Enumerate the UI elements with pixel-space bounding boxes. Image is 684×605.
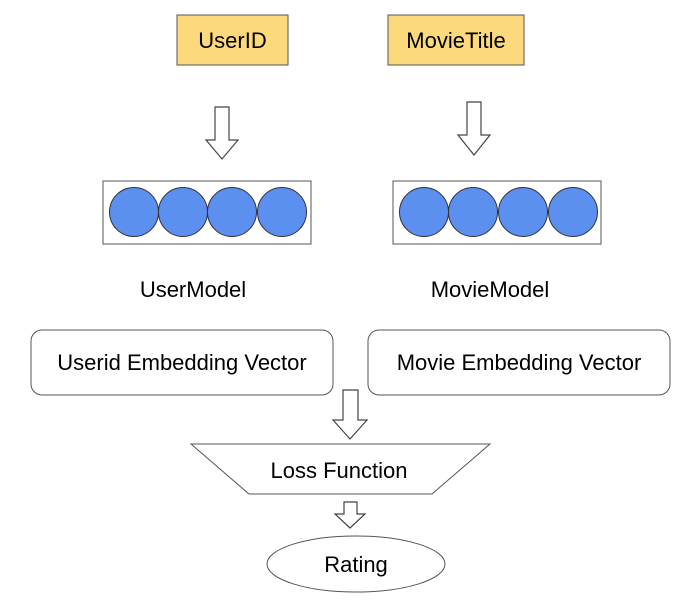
arrow-embeddings-to-loss <box>331 389 369 440</box>
movie-embedding-box <box>367 329 671 396</box>
loss-function-label: Loss Function <box>271 458 408 483</box>
arrow-loss-to-rating <box>333 501 367 529</box>
movie-vector-node <box>548 187 598 237</box>
user-vector-node <box>257 187 307 237</box>
movie-vector <box>392 180 602 245</box>
movietitle-input-node: MovieTitle <box>387 14 525 66</box>
movietitle-input-box <box>387 14 525 66</box>
rating-node: Rating <box>266 535 446 593</box>
arrow-userid-to-vector <box>204 106 240 160</box>
userid-embedding-node: Userid Embedding Vector <box>30 329 334 396</box>
movie-embedding-node: Movie Embedding Vector <box>367 329 671 396</box>
userid-input-box <box>176 14 289 66</box>
movie-vector-node <box>498 187 548 237</box>
movie-model-label: MovieModel <box>431 277 550 302</box>
movietitle-input-label: MovieTitle <box>406 28 505 53</box>
userid-embedding-box <box>30 329 334 396</box>
rating-label: Rating <box>324 552 388 577</box>
movie-vector-node <box>448 187 498 237</box>
arrow-movietitle-to-vector <box>456 101 492 156</box>
userid-input-label: UserID <box>198 28 266 53</box>
userid-embedding-label: Userid Embedding Vector <box>57 350 306 375</box>
user-vector-node <box>207 187 257 237</box>
user-vector-node <box>109 187 159 237</box>
userid-input-node: UserID <box>176 14 289 66</box>
rating-shape <box>266 535 446 593</box>
loss-function-shape <box>189 443 492 495</box>
movie-embedding-label: Movie Embedding Vector <box>397 350 642 375</box>
movie-vector-node <box>399 187 449 237</box>
user-vector-node <box>158 187 208 237</box>
user-model-label: UserModel <box>140 277 246 302</box>
loss-function-node: Loss Function <box>189 443 492 495</box>
user-vector <box>102 180 312 245</box>
